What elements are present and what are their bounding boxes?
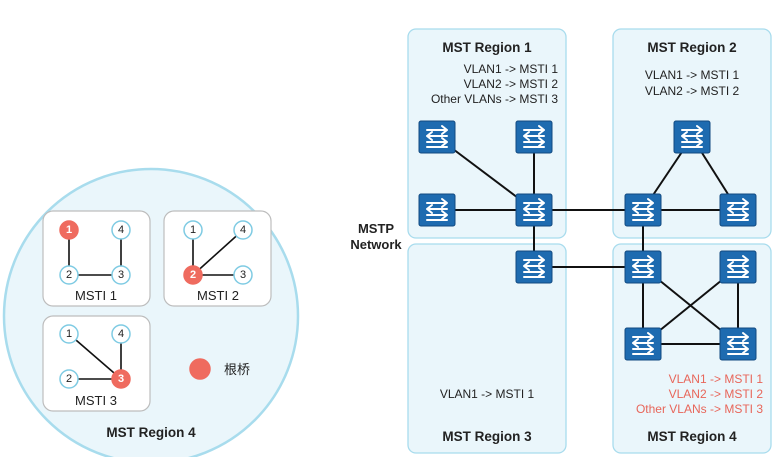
msti2-label: MSTI 2 [197,288,239,303]
left-region-title: MST Region 4 [106,425,196,440]
region4-mapping-2: VLAN2 -> MSTI 2 [669,387,764,401]
msti1-node-4-label: 4 [118,224,124,236]
switch-icon [515,120,553,154]
switch-icon [719,193,757,227]
msti3-node-1 [59,324,79,344]
msti3-node-2 [59,369,79,389]
switch-icon [418,193,456,227]
msti2-node-3 [233,265,253,285]
msti2-node-3-label: 3 [240,269,246,281]
switch-icon [624,250,662,284]
region-3-title: MST Region 3 [442,429,532,444]
switch-icon [624,327,662,361]
msti1-node-3 [111,265,131,285]
msti1-node-4 [111,220,131,240]
msti2-node-2-label: 2 [190,269,196,281]
region-1-title: MST Region 1 [442,40,532,55]
msti3-node-4 [111,324,131,344]
msti3-label: MSTI 3 [75,393,117,408]
msti3-root-node [111,369,131,389]
switch-icon [418,120,456,154]
region1-mapping-2: VLAN2 -> MSTI 2 [464,77,559,91]
root-bridge-legend-label: 根桥 [224,362,250,377]
msti3-node-3-label: 3 [118,373,124,385]
msti1-label: MSTI 1 [75,288,117,303]
msti2-node-1-label: 1 [190,224,196,236]
region2-mapping-2: VLAN2 -> MSTI 2 [645,84,740,98]
msti1-root-node [59,220,79,240]
msti1-node-2-label: 2 [66,269,72,281]
msti1-node-2 [59,265,79,285]
msti-1-box: 1 4 2 3 MSTI 1 [42,210,151,307]
msti1-node-1-label: 1 [66,224,72,236]
region3-mapping-1: VLAN1 -> MSTI 1 [440,387,535,401]
msti2-node-1 [183,220,203,240]
mst-region-1-box [407,28,567,239]
region-4-title: MST Region 4 [647,429,737,444]
mstp-network-label-line1: MSTP [358,221,394,236]
region4-mapping-3: Other VLANs -> MSTI 3 [636,402,763,416]
msti-3-box: 1 4 2 3 MSTI 3 [42,315,151,412]
mst-region-4-box [612,243,772,454]
msti2-node-4 [233,220,253,240]
msti3-node-4-label: 4 [118,328,124,340]
switch-icon [515,193,553,227]
region2-mapping-1: VLAN1 -> MSTI 1 [645,68,740,82]
region-2-title: MST Region 2 [647,40,736,55]
mst-region-3-box [407,243,567,454]
msti1-node-3-label: 3 [118,269,124,281]
region1-mapping-1: VLAN1 -> MSTI 1 [464,62,559,76]
msti2-node-4-label: 4 [240,224,246,236]
msti2-root-node [183,265,203,285]
switch-icon [719,327,757,361]
region4-mapping-1: VLAN1 -> MSTI 1 [669,372,764,386]
root-bridge-legend-dot [189,358,211,380]
mstp-network-label-line2: Network [350,237,402,252]
region1-mapping-3: Other VLANs -> MSTI 3 [431,92,558,106]
switch-icon [515,250,553,284]
msti3-node-2-label: 2 [66,373,72,385]
switch-icon [719,250,757,284]
switch-icon [673,120,711,154]
msti3-node-1-label: 1 [66,328,72,340]
switch-icon [624,193,662,227]
msti-2-box: 1 4 2 3 MSTI 2 [163,210,272,307]
